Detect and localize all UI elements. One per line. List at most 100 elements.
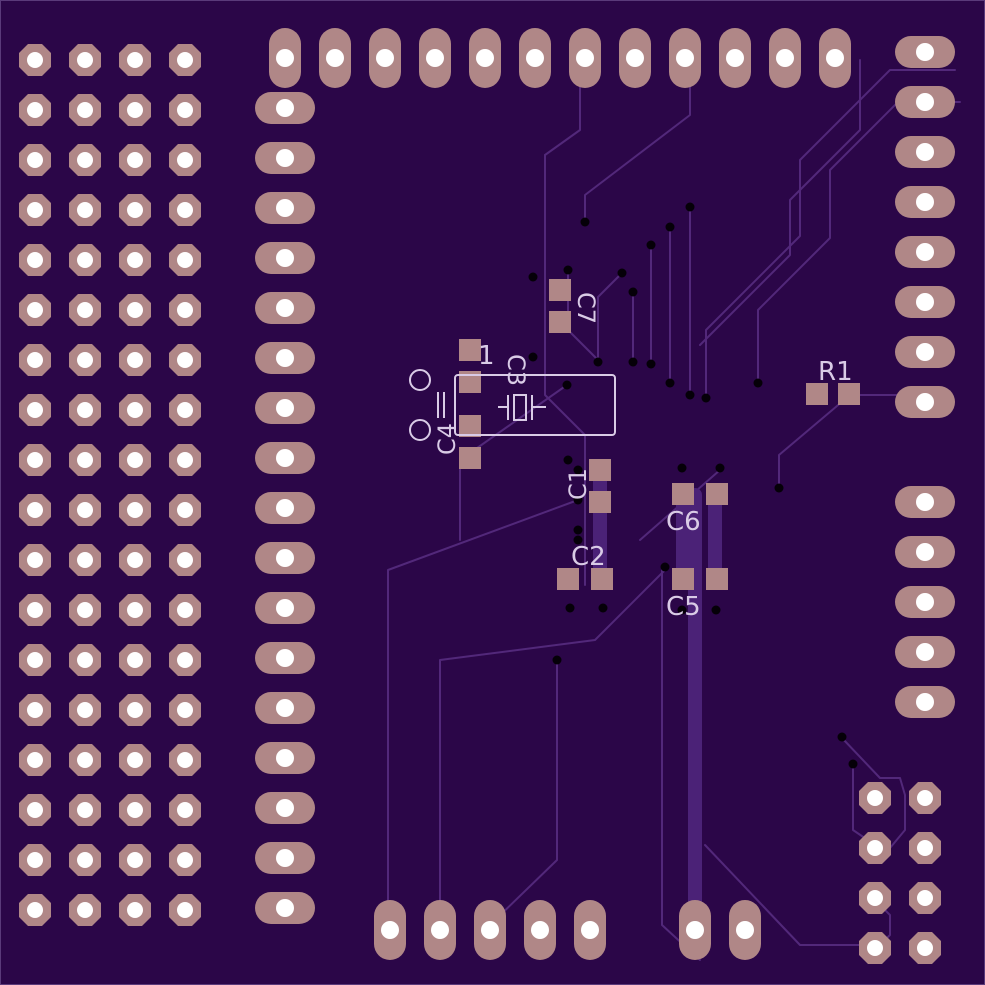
oval-pad bbox=[569, 28, 601, 88]
oval-pad bbox=[255, 642, 315, 674]
through-hole-pad bbox=[19, 294, 51, 326]
signal-trace bbox=[699, 59, 861, 346]
via bbox=[646, 240, 656, 250]
oval-pad bbox=[895, 86, 955, 118]
through-hole-pad bbox=[119, 494, 151, 526]
via bbox=[562, 380, 572, 390]
via bbox=[677, 605, 687, 615]
through-hole-pad bbox=[859, 882, 891, 914]
oval-pad bbox=[255, 392, 315, 424]
via bbox=[701, 393, 711, 403]
through-hole-pad bbox=[19, 794, 51, 826]
oval-pad bbox=[255, 692, 315, 724]
via bbox=[711, 605, 721, 615]
smd-pad bbox=[459, 447, 481, 469]
through-hole-pad bbox=[119, 244, 151, 276]
via bbox=[598, 603, 608, 613]
oval-pad bbox=[895, 136, 955, 168]
via bbox=[563, 455, 573, 465]
oval-pad bbox=[269, 28, 301, 88]
through-hole-pad bbox=[169, 894, 201, 926]
via-layer bbox=[528, 202, 858, 769]
through-hole-pad bbox=[69, 794, 101, 826]
via bbox=[573, 525, 583, 535]
oval-pad bbox=[424, 900, 456, 960]
silkscreen-layer bbox=[409, 369, 616, 441]
smd-pad bbox=[672, 568, 694, 590]
oval-pad bbox=[255, 592, 315, 624]
through-hole-pad bbox=[69, 644, 101, 676]
via bbox=[565, 603, 575, 613]
label-c2: C2 bbox=[571, 542, 606, 572]
via bbox=[593, 357, 603, 367]
smd-pad bbox=[706, 483, 728, 505]
oval-pad bbox=[895, 186, 955, 218]
via bbox=[528, 352, 538, 362]
through-hole-pad bbox=[169, 444, 201, 476]
via bbox=[628, 287, 638, 297]
through-hole-pad bbox=[19, 244, 51, 276]
through-hole-pad bbox=[19, 744, 51, 776]
smd-pad bbox=[459, 415, 481, 437]
oval-pad bbox=[469, 28, 501, 88]
crystal-oscillator-icon bbox=[409, 369, 616, 441]
through-hole-pad bbox=[69, 144, 101, 176]
through-hole-pad bbox=[119, 644, 151, 676]
oval-pad bbox=[895, 286, 955, 318]
oval-pad bbox=[819, 28, 851, 88]
oval-pad bbox=[895, 336, 955, 368]
via bbox=[573, 535, 583, 545]
through-hole-pad bbox=[69, 594, 101, 626]
through-hole-pad bbox=[909, 782, 941, 814]
via bbox=[665, 222, 675, 232]
smd-pad bbox=[706, 568, 728, 590]
through-hole-pad bbox=[859, 932, 891, 964]
pad-layer bbox=[19, 28, 955, 964]
signal-trace bbox=[544, 154, 586, 586]
oval-pad bbox=[895, 636, 955, 668]
oval-pad bbox=[255, 442, 315, 474]
smd-pad bbox=[589, 459, 611, 481]
via bbox=[665, 378, 675, 388]
through-hole-pad bbox=[119, 544, 151, 576]
through-hole-pad bbox=[19, 494, 51, 526]
label-layer: 1 C3 C4 C7 C1 C2 C6 C5 R1 bbox=[433, 292, 853, 622]
through-hole-pad bbox=[69, 444, 101, 476]
label-c6: C6 bbox=[666, 507, 701, 537]
label-c7: C7 bbox=[572, 292, 600, 324]
oval-pad bbox=[524, 900, 556, 960]
label-r1: R1 bbox=[818, 357, 853, 387]
through-hole-pad bbox=[169, 744, 201, 776]
through-hole-pad bbox=[19, 144, 51, 176]
through-hole-pad bbox=[169, 794, 201, 826]
smd-pad bbox=[672, 483, 694, 505]
oval-pad bbox=[255, 192, 315, 224]
oval-pad bbox=[895, 536, 955, 568]
oval-pad bbox=[895, 586, 955, 618]
via bbox=[774, 483, 784, 493]
through-hole-pad bbox=[169, 194, 201, 226]
oval-pad bbox=[319, 28, 351, 88]
smd-pad bbox=[549, 279, 571, 301]
label-c4: C4 bbox=[433, 423, 461, 455]
through-hole-pad bbox=[69, 94, 101, 126]
through-hole-pad bbox=[19, 344, 51, 376]
through-hole-pad bbox=[19, 844, 51, 876]
via bbox=[685, 202, 695, 212]
oval-pad bbox=[895, 686, 955, 718]
smd-pad bbox=[838, 383, 860, 405]
smd-pad bbox=[549, 311, 571, 333]
through-hole-pad bbox=[119, 44, 151, 76]
via bbox=[677, 463, 687, 473]
through-hole-pad bbox=[119, 194, 151, 226]
via bbox=[528, 272, 538, 282]
oval-pad bbox=[255, 292, 315, 324]
through-hole-pad bbox=[909, 832, 941, 864]
signal-trace bbox=[778, 394, 851, 489]
through-hole-pad bbox=[119, 444, 151, 476]
oval-pad bbox=[369, 28, 401, 88]
oval-pad bbox=[729, 900, 761, 960]
through-hole-pad bbox=[119, 394, 151, 426]
through-hole-pad bbox=[169, 394, 201, 426]
